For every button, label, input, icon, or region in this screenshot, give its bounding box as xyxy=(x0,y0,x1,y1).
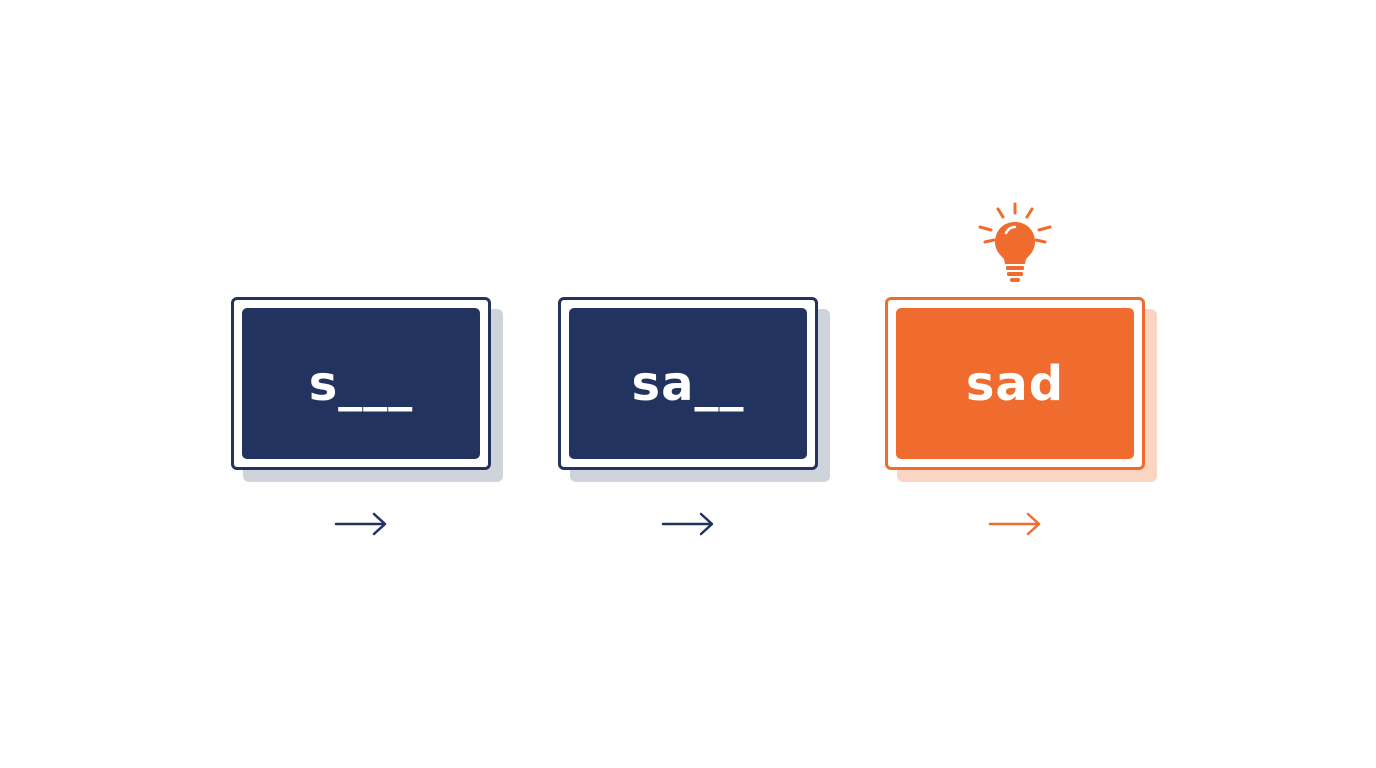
step-card-3: sad xyxy=(885,297,1145,470)
card-face: s___ xyxy=(242,308,480,459)
arrow-right-icon xyxy=(661,512,714,536)
step-card-1: s___ xyxy=(231,297,491,470)
arrow-right-icon xyxy=(334,512,387,536)
arrow-right-icon xyxy=(988,512,1041,536)
step-card-2: sa__ xyxy=(558,297,818,470)
card-face: sad xyxy=(896,308,1134,459)
card-face: sa__ xyxy=(569,308,807,459)
step-word-2: sa__ xyxy=(631,355,745,412)
step-word-3: sad xyxy=(965,355,1065,412)
step-word-1: s___ xyxy=(308,355,414,412)
lightbulb-icon xyxy=(978,202,1052,282)
